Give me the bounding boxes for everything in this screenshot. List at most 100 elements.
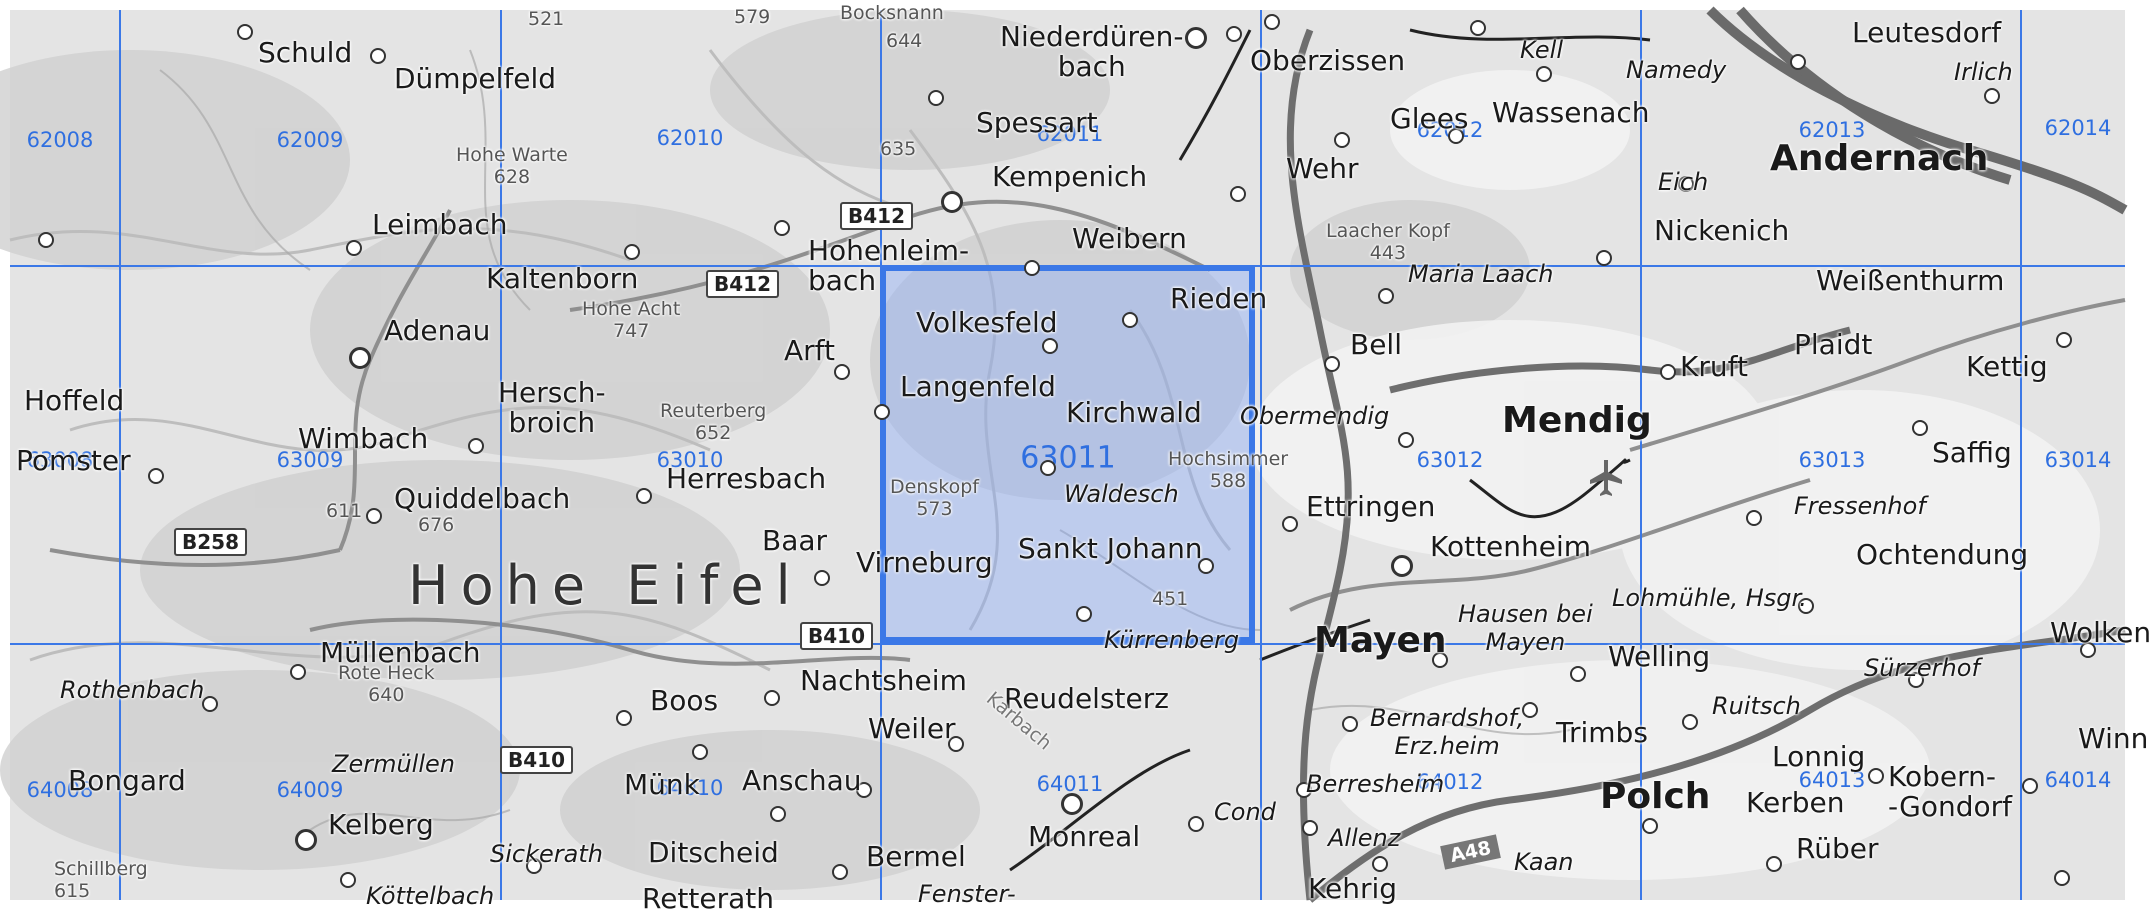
place-label[interactable]: Kürrenberg bbox=[1104, 626, 1240, 654]
place-label[interactable]: Fenster- bbox=[918, 880, 1016, 908]
place-label[interactable]: Münk bbox=[624, 768, 700, 801]
place-label[interactable]: Waldesch bbox=[1064, 480, 1179, 508]
place-label[interactable]: Saffig bbox=[1932, 436, 2012, 469]
place-label[interactable]: Kobern- -Gondorf bbox=[1888, 760, 2012, 823]
place-label[interactable]: Polch bbox=[1600, 776, 1711, 817]
place-label[interactable]: Reudelsterz bbox=[1004, 682, 1169, 715]
place-label[interactable]: Ditscheid bbox=[648, 836, 779, 869]
place-label[interactable]: Mendig bbox=[1502, 400, 1652, 441]
place-label[interactable]: Dümpelfeld bbox=[394, 62, 556, 95]
place-label[interactable]: Langenfeld bbox=[900, 370, 1056, 403]
place-label[interactable]: Hoffeld bbox=[24, 384, 125, 417]
place-label[interactable]: Lonnig bbox=[1772, 740, 1866, 773]
place-label[interactable]: Monreal bbox=[1028, 820, 1141, 853]
grid-label[interactable]: 62013 bbox=[1798, 118, 1866, 142]
place-label[interactable]: Rüber bbox=[1796, 832, 1879, 865]
place-label[interactable]: Schuld bbox=[258, 36, 353, 69]
place-label[interactable]: Cond bbox=[1214, 798, 1276, 826]
place-label[interactable]: Virneburg bbox=[856, 546, 993, 579]
place-label[interactable]: Bocksnann bbox=[840, 2, 944, 24]
grid-label[interactable]: 63008 bbox=[26, 448, 94, 472]
place-label[interactable]: Arft bbox=[784, 334, 836, 367]
place-label[interactable]: Eich bbox=[1658, 168, 1709, 196]
place-label[interactable]: Adenau bbox=[384, 314, 491, 347]
grid-label[interactable]: 63012 bbox=[1416, 448, 1484, 472]
grid-label[interactable]: 64014 bbox=[2044, 768, 2112, 792]
grid-label[interactable]: 64011 bbox=[1036, 772, 1104, 796]
place-label[interactable]: Hausen bei Mayen bbox=[1458, 600, 1593, 656]
grid-label[interactable]: 63014 bbox=[2044, 448, 2112, 472]
place-label[interactable]: Wassenach bbox=[1492, 96, 1650, 129]
place-label[interactable]: Müllenbach bbox=[320, 636, 481, 669]
grid-label[interactable]: 63013 bbox=[1798, 448, 1866, 472]
place-label[interactable]: Wolken bbox=[2050, 616, 2151, 649]
place-label[interactable]: Weiler bbox=[868, 712, 956, 745]
place-label[interactable]: Ruitsch bbox=[1712, 692, 1801, 720]
place-label[interactable]: Allenz bbox=[1328, 824, 1401, 852]
place-label[interactable]: Bell bbox=[1350, 328, 1402, 361]
place-label[interactable]: Irlich bbox=[1954, 58, 2013, 86]
selected-grid-cell[interactable] bbox=[880, 265, 1255, 643]
grid-label[interactable]: 62009 bbox=[276, 128, 344, 152]
place-label[interactable]: Kottenheim bbox=[1430, 530, 1592, 563]
place-label[interactable]: Kerben bbox=[1746, 786, 1845, 819]
place-label[interactable]: Sickerath bbox=[490, 840, 603, 868]
place-label[interactable]: Ettringen bbox=[1306, 490, 1436, 523]
place-label[interactable]: Kruft bbox=[1680, 350, 1748, 383]
grid-label[interactable]: 64012 bbox=[1416, 770, 1484, 794]
place-label[interactable]: Hersch- broich bbox=[498, 376, 606, 439]
place-label[interactable]: Sankt Johann bbox=[1018, 532, 1203, 565]
grid-label[interactable]: 64009 bbox=[276, 778, 344, 802]
place-label[interactable]: Volkesfeld bbox=[916, 306, 1058, 339]
place-label[interactable]: Sürzerhof bbox=[1864, 654, 1980, 682]
grid-label[interactable]: 64010 bbox=[656, 776, 724, 800]
place-label[interactable]: Rieden bbox=[1170, 282, 1268, 315]
place-label[interactable]: Boos bbox=[650, 684, 719, 717]
place-label[interactable]: Namedy bbox=[1626, 56, 1727, 84]
place-label[interactable]: Kaltenborn bbox=[486, 262, 639, 295]
place-label[interactable]: Wimbach bbox=[298, 422, 429, 455]
place-label[interactable]: Glees bbox=[1390, 102, 1469, 135]
place-label[interactable]: Andernach bbox=[1770, 138, 1989, 179]
place-label[interactable]: Köttelbach bbox=[366, 882, 495, 910]
grid-label-selected[interactable]: 63011 bbox=[1020, 440, 1116, 476]
place-label[interactable]: Kettig bbox=[1966, 350, 2048, 383]
place-label[interactable]: Bongard bbox=[68, 764, 186, 797]
place-label[interactable]: Bernardshof, Erz.heim bbox=[1370, 704, 1525, 760]
place-label[interactable]: Lohmühle, Hsgr. bbox=[1612, 584, 1807, 612]
place-label[interactable]: Herresbach bbox=[666, 462, 827, 495]
grid-label[interactable]: 63009 bbox=[276, 448, 344, 472]
place-label[interactable]: Anschau bbox=[742, 764, 862, 797]
region-label[interactable]: Hohe Eifel bbox=[408, 554, 803, 617]
place-label[interactable]: Trimbs bbox=[1556, 716, 1648, 749]
place-label[interactable]: Kaan bbox=[1514, 848, 1574, 876]
place-label[interactable]: Leutesdorf bbox=[1852, 16, 2002, 49]
place-label[interactable]: Niederdüren- bach bbox=[1000, 20, 1184, 83]
grid-label[interactable]: 62014 bbox=[2044, 116, 2112, 140]
place-label[interactable]: Plaidt bbox=[1794, 328, 1873, 361]
place-label[interactable]: Rothenbach bbox=[60, 676, 205, 704]
grid-label[interactable]: 62011 bbox=[1036, 122, 1104, 146]
place-label[interactable]: Weißenthurm bbox=[1816, 264, 2005, 297]
place-label[interactable]: Zermüllen bbox=[332, 750, 455, 778]
place-label[interactable]: Obermendig bbox=[1240, 402, 1390, 430]
place-label[interactable]: Retterath bbox=[642, 882, 775, 915]
place-label[interactable]: Kempenich bbox=[992, 160, 1148, 193]
grid-label[interactable]: 64008 bbox=[26, 778, 94, 802]
grid-label[interactable]: 63010 bbox=[656, 448, 724, 472]
place-label[interactable]: Hohenleim- bach bbox=[808, 234, 970, 297]
place-label[interactable]: Maria Laach bbox=[1408, 260, 1554, 288]
place-label[interactable]: Fressenhof bbox=[1794, 492, 1926, 520]
place-label[interactable]: Mayen bbox=[1314, 620, 1447, 661]
place-label[interactable]: Weibern bbox=[1072, 222, 1187, 255]
place-label[interactable]: Winn bbox=[2078, 722, 2149, 755]
place-label[interactable]: Pomster bbox=[16, 444, 131, 477]
place-label[interactable]: Quiddelbach bbox=[394, 482, 571, 515]
place-label[interactable]: Spessart bbox=[976, 106, 1098, 139]
place-label[interactable]: Kelberg bbox=[328, 808, 434, 841]
place-label[interactable]: Oberzissen bbox=[1250, 44, 1406, 77]
place-label[interactable]: Schillberg 615 bbox=[54, 858, 148, 902]
grid-label[interactable]: 64013 bbox=[1798, 768, 1866, 792]
place-label[interactable]: Leimbach bbox=[372, 208, 508, 241]
place-label[interactable]: Ochtendung bbox=[1856, 538, 2029, 571]
